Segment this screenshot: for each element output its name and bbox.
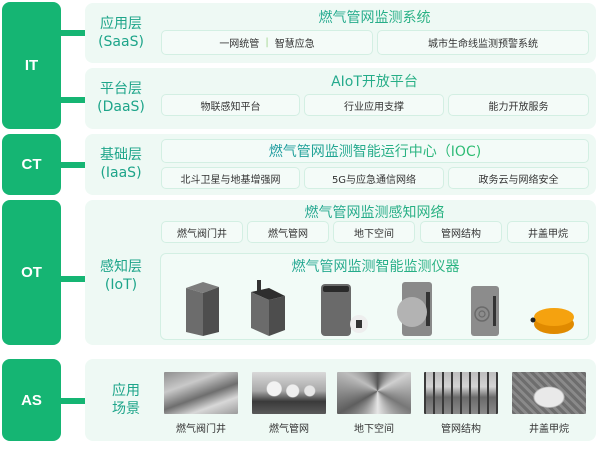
round-dial-sensor-icon	[397, 282, 432, 336]
saas-item-label: 智慧应急	[274, 39, 315, 50]
saas-item-lifeline: 城市生命线监测预警系统	[377, 30, 589, 55]
iaas-item: 政务云与网络安全	[448, 167, 589, 189]
scene-caption: 燃气阀门井	[176, 424, 226, 435]
iot-network-item: 燃气阀门井	[161, 221, 243, 243]
iot-network-title: 燃气管网监测感知网络	[160, 202, 589, 222]
antenna-sensor-icon	[251, 280, 285, 336]
iaas-item: 北斗卫星与地基增强网	[161, 167, 300, 189]
iaas-label-line2: (IaaS)	[100, 165, 142, 181]
daas-layer-label: 平台层 (DaaS)	[85, 80, 157, 116]
connector-scenes	[60, 398, 85, 404]
saas-item-label: 一网统管	[219, 39, 260, 50]
valve-well-photo	[164, 372, 238, 414]
daas-label-line1: 平台层	[100, 81, 142, 97]
scenes-layer-label: 应用 场景	[90, 382, 162, 418]
scene-gas-pipeline: 燃气管网	[252, 372, 326, 435]
underground-space-photo	[337, 372, 411, 414]
iaas-layer-label: 基础层 (IaaS)	[85, 146, 157, 182]
iot-network-item: 燃气管网	[247, 221, 329, 243]
scene-caption: 管网结构	[441, 424, 481, 435]
scene-manhole-methane: 井盖甲烷	[512, 372, 586, 435]
tag-ct: CT	[2, 134, 61, 195]
daas-item: 物联感知平台	[161, 94, 300, 116]
iot-layer-label: 感知层 (IoT)	[85, 258, 157, 294]
daas-item: 能力开放服务	[448, 94, 589, 116]
iaas-label-line1: 基础层	[100, 147, 142, 163]
iot-network-item: 管网结构	[420, 221, 502, 243]
tag-it-label: IT	[24, 57, 39, 74]
saas-label-line1: 应用层	[100, 16, 142, 32]
pipe-structure-photo	[424, 372, 498, 414]
iot-network-item: 地下空间	[333, 221, 415, 243]
scene-underground-space: 地下空间	[337, 372, 411, 435]
connector-iot	[60, 276, 85, 282]
iot-label-line2: (IoT)	[104, 277, 138, 293]
daas-item: 行业应用支撑	[304, 94, 444, 116]
saas-layer-label: 应用层 (SaaS)	[85, 15, 157, 51]
manhole-methane-photo	[512, 372, 586, 414]
wall-sensor-icon	[471, 286, 499, 336]
scenes-label-line2: 场景	[112, 401, 140, 417]
saas-label-line2: (SaaS)	[98, 34, 144, 50]
connector-daas	[60, 97, 85, 103]
tag-it: IT	[2, 2, 61, 129]
scene-caption: 地下空间	[354, 424, 394, 435]
devices-box: 燃气管网监测智能监测仪器	[160, 253, 589, 340]
orange-puck-sensor-icon	[530, 308, 574, 334]
iaas-title: 燃气管网监测智能运行中心（IOC)	[269, 141, 481, 161]
tag-ot-label: OT	[21, 264, 42, 281]
saas-title: 燃气管网监测系统	[160, 7, 589, 27]
devices-title: 燃气管网监测智能监测仪器	[161, 256, 590, 276]
probe-sensor-icon	[321, 284, 368, 336]
scenes-label-line1: 应用	[112, 383, 140, 399]
iaas-title-box: 燃气管网监测智能运行中心（IOC)	[161, 139, 589, 163]
connector-iaas	[60, 162, 85, 168]
daas-title: AIoT开放平台	[160, 71, 589, 91]
tag-ct-label: CT	[21, 156, 42, 173]
scene-caption: 井盖甲烷	[529, 424, 569, 435]
saas-item-unified: 一网统管 | 智慧应急	[161, 30, 373, 55]
iaas-item: 5G与应急通信网络	[304, 167, 444, 189]
gas-pipeline-photo	[252, 372, 326, 414]
iot-label-line1: 感知层	[100, 259, 142, 275]
separator: |	[265, 37, 269, 48]
tower-sensor-icon	[186, 282, 219, 336]
scene-caption: 燃气管网	[269, 424, 309, 435]
tag-as-label: AS	[21, 391, 42, 409]
tag-ot: OT	[2, 200, 61, 345]
connector-saas	[60, 30, 85, 36]
scene-pipe-structure: 管网结构	[424, 372, 498, 435]
iot-network-item: 井盖甲烷	[507, 221, 589, 243]
tag-as: AS	[2, 359, 61, 441]
daas-label-line2: (DaaS)	[97, 99, 145, 115]
scene-valve-well: 燃气阀门井	[164, 372, 238, 435]
